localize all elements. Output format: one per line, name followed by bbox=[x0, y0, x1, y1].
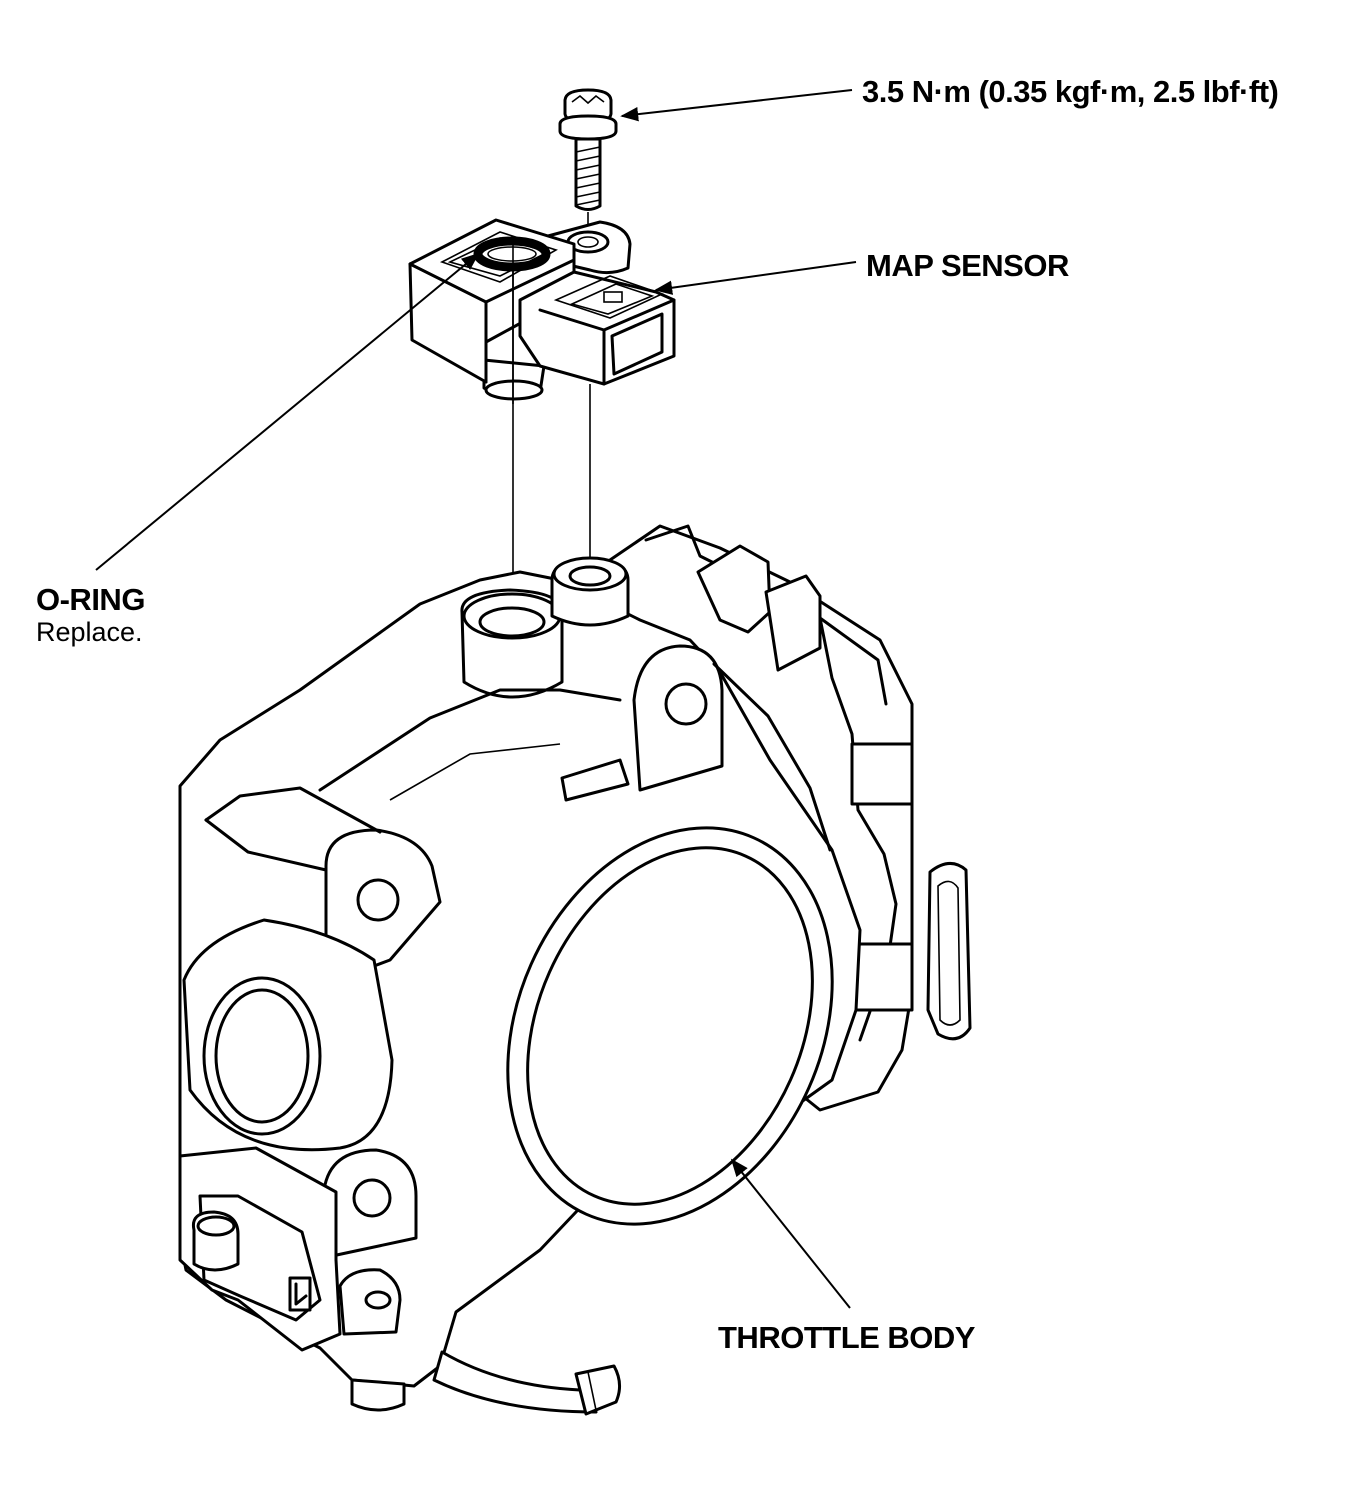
bolt bbox=[558, 88, 618, 234]
o-ring bbox=[473, 236, 551, 600]
o-ring-leader bbox=[95, 252, 480, 571]
throttle-body-label: THROTTLE BODY bbox=[718, 1320, 976, 1355]
throttle-body-leader bbox=[730, 1158, 851, 1309]
o-ring-label: O-RING bbox=[36, 582, 145, 617]
map-sensor-label: MAP SENSOR bbox=[866, 248, 1069, 283]
map-sensor bbox=[408, 218, 676, 560]
throttle-body bbox=[178, 524, 972, 1416]
torque-leader bbox=[620, 89, 853, 122]
torque-spec-label: 3.5 N·m (0.35 kgf·m, 2.5 lbf·ft) bbox=[862, 74, 1279, 109]
o-ring-note: Replace. bbox=[36, 617, 143, 647]
map-sensor-leader bbox=[654, 261, 857, 295]
